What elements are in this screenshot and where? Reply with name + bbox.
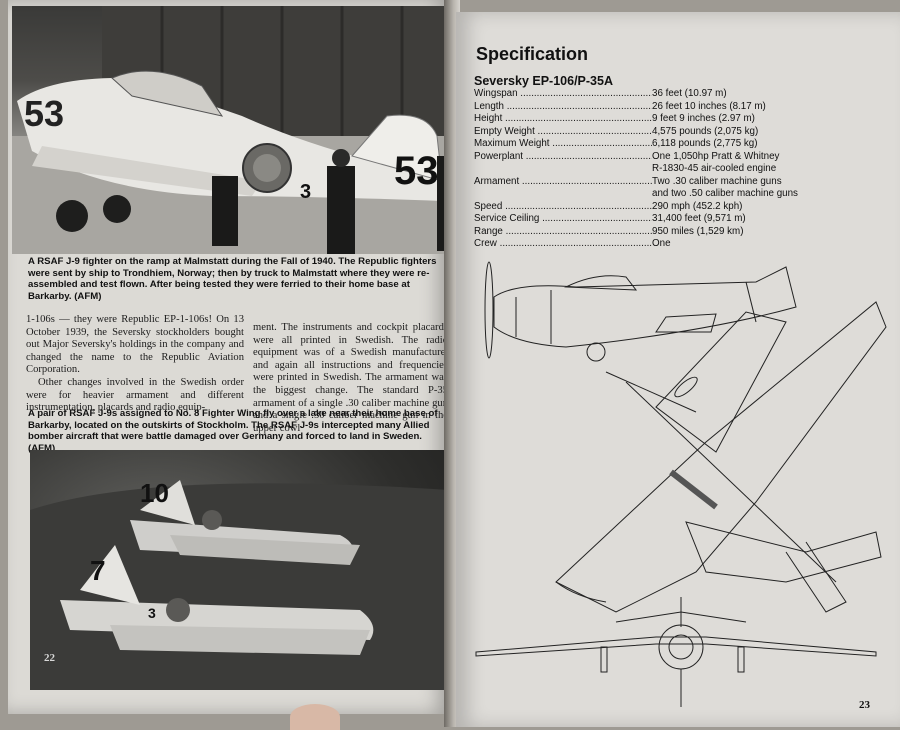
spec-value: 4,575 pounds (2,075 kg) [652,125,759,137]
spec-row-powerplant: Powerplant One 1,050hp Pratt & Whitney R… [474,151,834,176]
spec-label: Wingspan [474,88,652,101]
spec-label: Maximum Weight [474,138,652,151]
body-column-left: 1-106s — they were Republic EP-1-106s! O… [26,314,244,415]
right-page: Specification Seversky EP-106/P-35A Wing… [456,12,900,727]
photo-j9-pair-in-flight: 10 7 3 [30,450,448,690]
tail-number-upper: 10 [140,478,169,508]
spec-value: 9 feet 9 inches (2.97 m) [652,113,755,124]
paragraph-1: 1-106s — they were Republic EP-1-106s! O… [26,314,244,376]
spec-row-crew: Crew One [474,238,834,251]
paragraph-2: Other changes involved in the Swedish or… [26,376,244,414]
spec-value: 290 mph (452.2 kph) [652,200,743,212]
nose-number: 53 [24,93,64,134]
side-view-drawing [484,261,797,362]
spec-row-service-ceiling: Service Ceiling 31,400 feet (9,571 m) [474,213,834,226]
spec-value: 950 miles (1,529 km) [652,225,744,237]
left-page: 53 53 3 A RSAF J-9 fighter on the ramp a… [8,0,448,714]
spec-row-armament: Armament Two .30 caliber machine guns an… [474,176,834,201]
front-view-drawing [475,597,877,707]
photo-j9-on-ramp: 53 53 3 [12,6,448,254]
spec-row-speed: Speed 290 mph (452.2 kph) [474,201,834,214]
tail-number: 53 [394,149,439,193]
spec-row-range: Range 950 miles (1,529 km) [474,226,834,239]
aircraft-line-drawings [475,261,887,707]
spec-label: Length [474,101,652,114]
spec-row-maximum-weight: Maximum Weight 6,118 pounds (2,775 kg) [474,138,834,151]
spec-label: Armament [474,176,652,201]
spec-value: One [652,238,671,249]
spec-row-wingspan: Wingspan 36 feet (10.97 m) [474,88,834,101]
fuselage-number: 3 [300,181,311,203]
spec-title: Specification [476,44,589,64]
paragraph-3: ment. The instruments and cockpit placar… [253,322,448,434]
spec-label: Height [474,113,652,126]
spec-value: One 1,050hp Pratt & Whitney [652,150,780,162]
page-number-right: 23 [859,699,870,711]
spec-row-length: Length 26 feet 10 inches (8.17 m) [474,101,834,114]
caption-top: A RSAF J-9 fighter on the ramp at Malmst… [28,256,437,302]
thumb [290,704,340,730]
spec-label: Range [474,226,652,239]
spec-label: Crew [474,238,652,251]
spec-label: Service Ceiling [474,213,652,226]
tail-number-lower: 7 [90,555,106,586]
spec-label: Powerplant [474,151,652,176]
body-column-right: ment. The instruments and cockpit placar… [253,322,448,435]
page-number-left: 22 [44,652,55,664]
spec-label: Speed [474,201,652,214]
spec-value: 26 feet 10 inches (8.17 m) [652,100,766,112]
spec-table: Wingspan 36 feet (10.97 m) Length 26 fee… [474,88,834,251]
plan-view-drawing [555,301,887,613]
spec-value: 31,400 feet (9,571 m) [652,213,746,224]
spec-value: and two .50 caliber machine guns [652,188,798,199]
spec-label: Empty Weight [474,126,652,139]
spec-value: 6,118 pounds (2,775 kg) [652,138,758,149]
fuselage-number-lower: 3 [148,605,156,621]
caption-mid: A pair of RSAF J-9s assigned to No. 8 Fi… [28,408,438,454]
spec-value: R-1830-45 air-cooled engine [652,163,777,174]
spec-row-empty-weight: Empty Weight 4,575 pounds (2,075 kg) [474,126,834,139]
spec-row-height: Height 9 feet 9 inches (2.97 m) [474,113,834,126]
spec-value: Two .30 caliber machine guns [652,175,782,187]
spec-model: Seversky EP-106/P-35A [474,74,613,88]
spec-value: 36 feet (10.97 m) [652,88,727,99]
